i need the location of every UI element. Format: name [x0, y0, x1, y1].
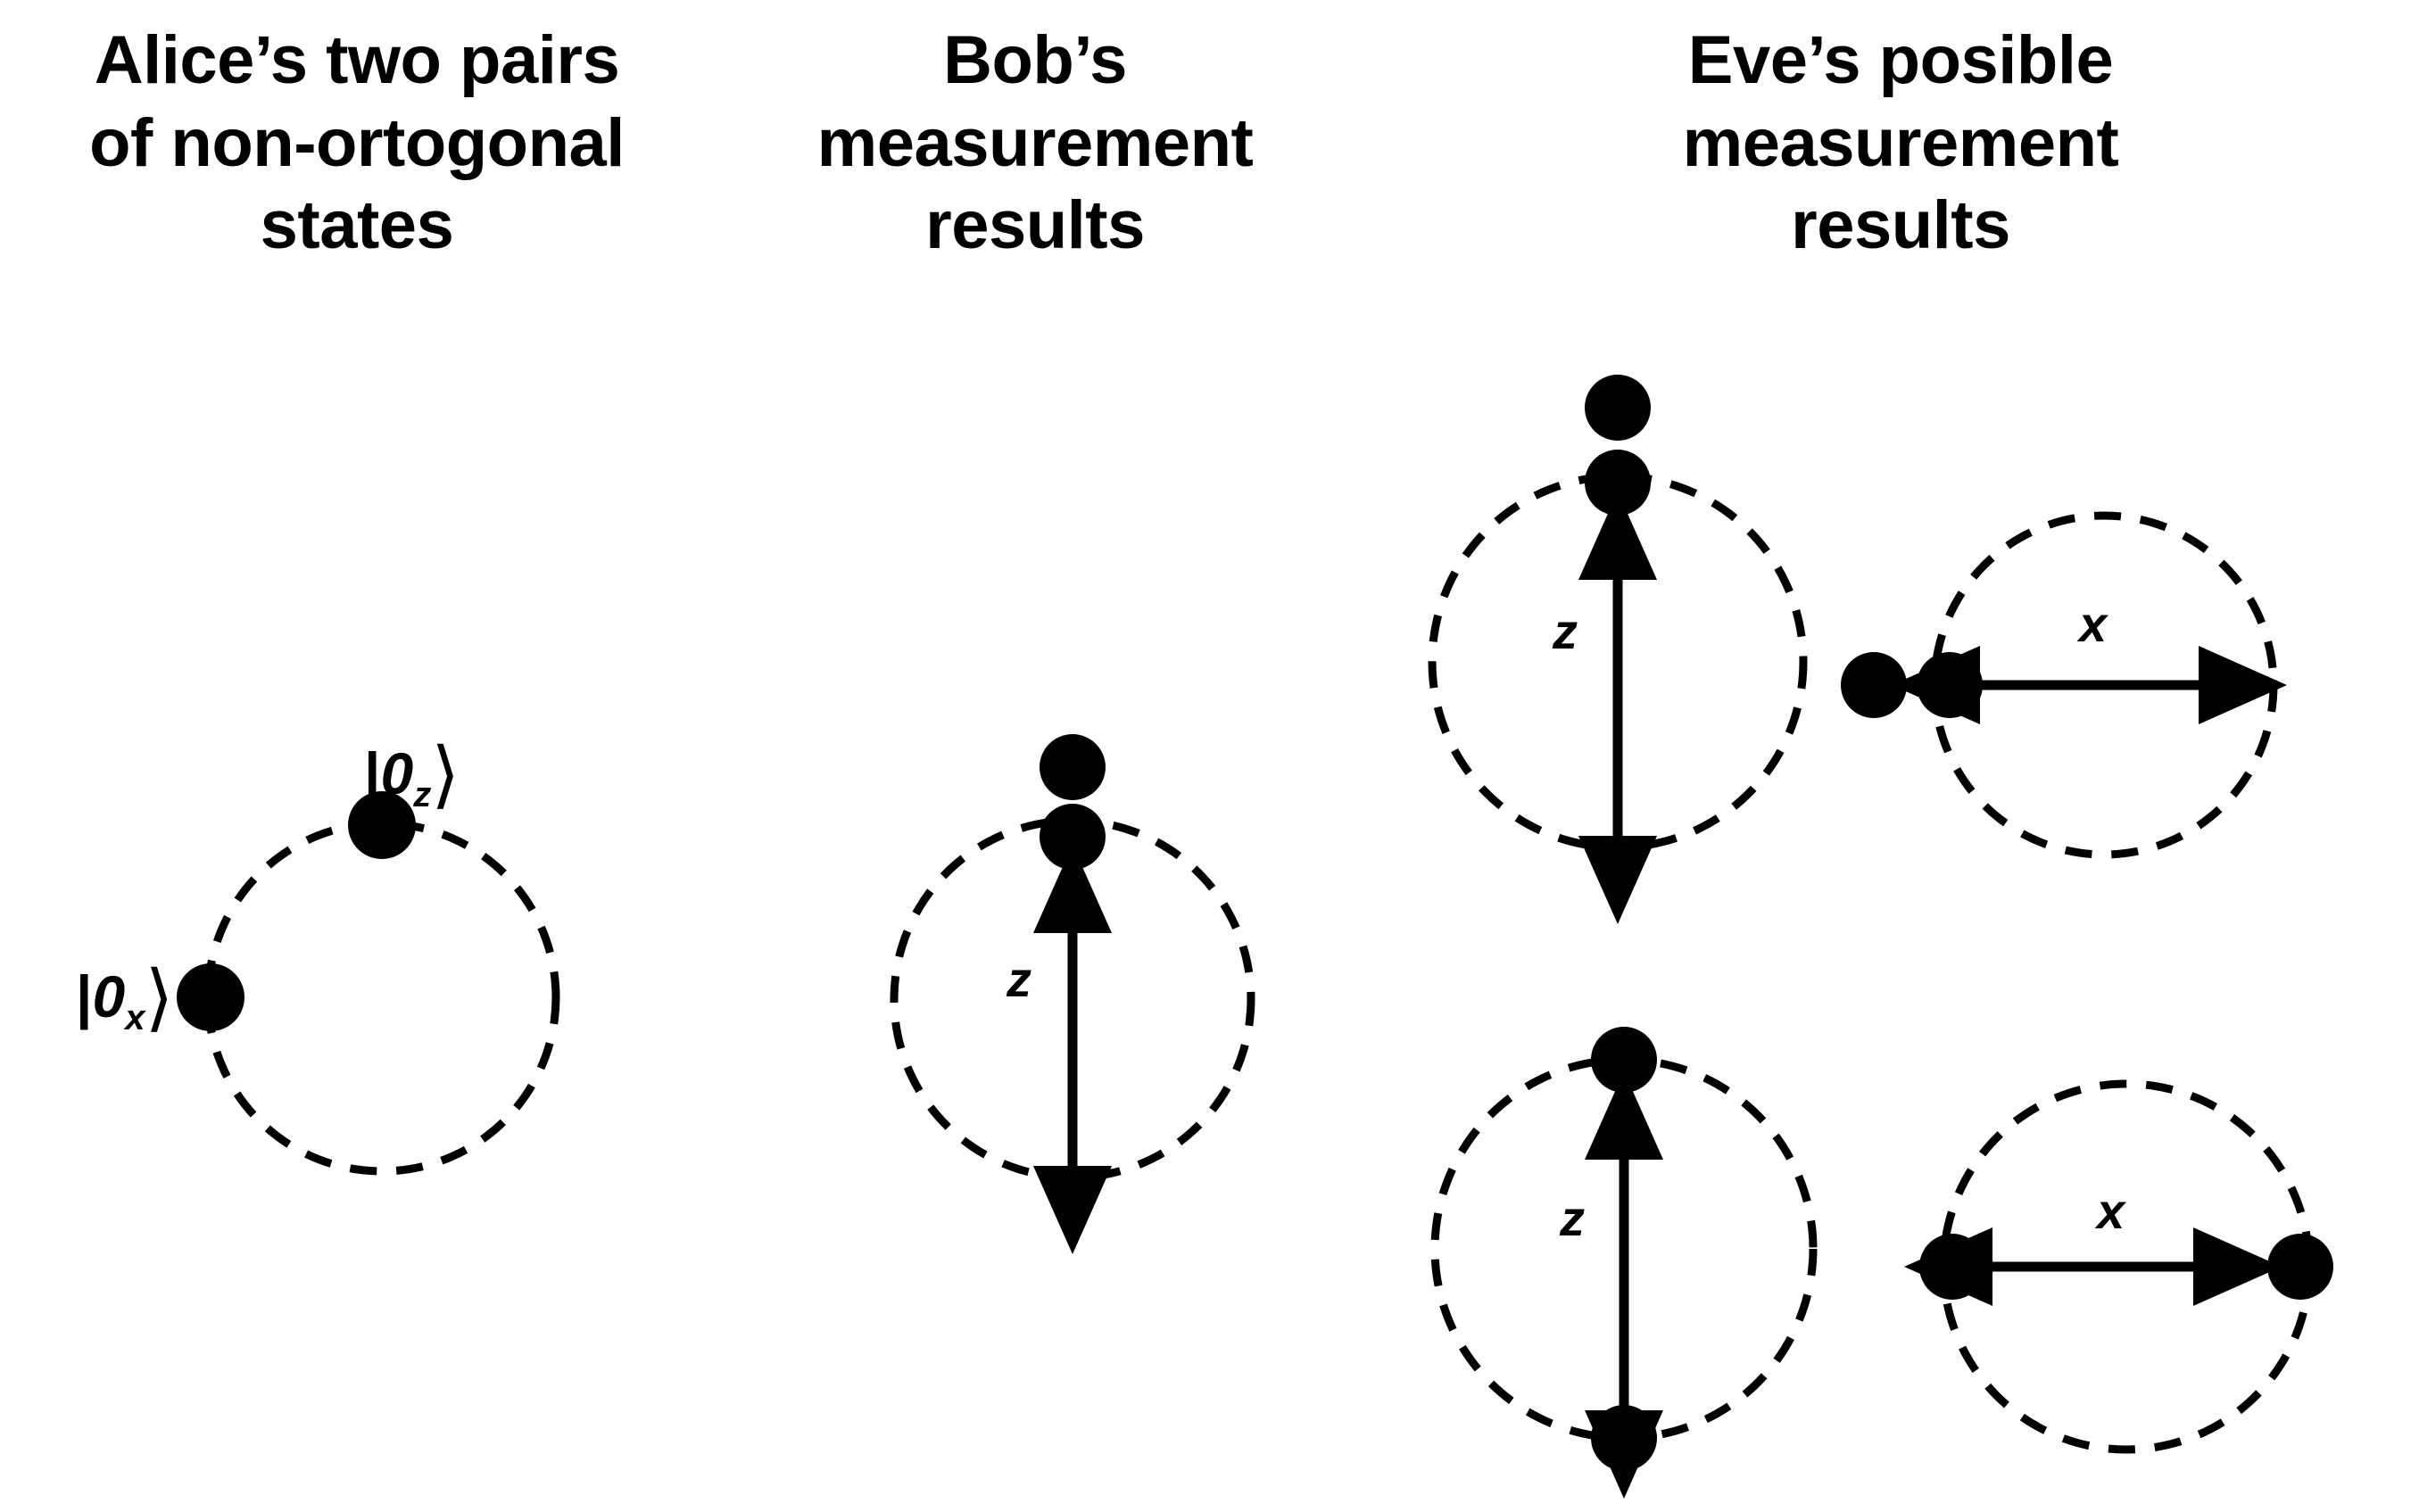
ket-angle-right: ⟩: [431, 734, 460, 815]
eve-top-right-dot-on-circle: [1917, 652, 1983, 718]
alice-group: [177, 791, 560, 1176]
bob-z-axis-label: z: [1007, 951, 1031, 1007]
bob-dot-on-circle: [1040, 804, 1106, 870]
ket-subscript: z: [413, 775, 432, 815]
ket-bar-left: |: [76, 963, 93, 1029]
ket-label-zero-z: |0z⟩: [364, 739, 460, 815]
alice-state-dot-zero-z: [348, 791, 416, 859]
eve-top-right-x-axis-label: x: [2079, 596, 2108, 652]
ket-bar-left: |: [364, 740, 381, 806]
eve-bottom-right-dot-left: [1919, 1234, 1985, 1300]
eve-top-right-dot-outside-circle: [1841, 652, 1907, 718]
eve-bottom-right-dot-right: [2267, 1234, 2333, 1300]
bob-dot-outside-circle: [1040, 734, 1106, 800]
column-heading-eve: Eve’s posible measurement results: [1682, 22, 2119, 264]
eve-top-right-group: [1841, 511, 2287, 859]
ket-subscript: x: [125, 998, 145, 1038]
eve-bottom-left-dot-top: [1591, 1027, 1657, 1093]
eve-top-left-group: [1428, 375, 1808, 924]
eve-bottom-left-dot-bottom: [1591, 1405, 1657, 1471]
eve-top-left-dot-outside-circle: [1585, 375, 1651, 441]
column-heading-bob: Bob’s measurement results: [816, 22, 1254, 264]
ket-base-digit: 0: [92, 963, 126, 1029]
ket-angle-right: ⟩: [145, 957, 174, 1038]
ket-label-zero-x: |0x⟩: [76, 962, 173, 1038]
column-heading-alice: Alice’s two pairs of non-ortogonal state…: [89, 22, 625, 264]
eve-top-left-z-axis-label: z: [1553, 603, 1578, 659]
alice-bloch-circle: [203, 819, 560, 1176]
eve-bottom-left-group: [1430, 1027, 1818, 1499]
column-headings: Alice’s two pairs of non-ortogonal state…: [0, 0, 2419, 357]
eve-bottom-right-x-axis-label: x: [2097, 1183, 2125, 1239]
eve-bottom-right-group: [1904, 1079, 2333, 1454]
eve-bottom-left-z-axis-label: z: [1560, 1190, 1585, 1246]
ket-base-digit: 0: [380, 740, 414, 806]
bob-group: [890, 734, 1255, 1254]
alice-state-dot-zero-x: [177, 963, 244, 1031]
eve-top-left-dot-on-circle: [1585, 450, 1651, 516]
